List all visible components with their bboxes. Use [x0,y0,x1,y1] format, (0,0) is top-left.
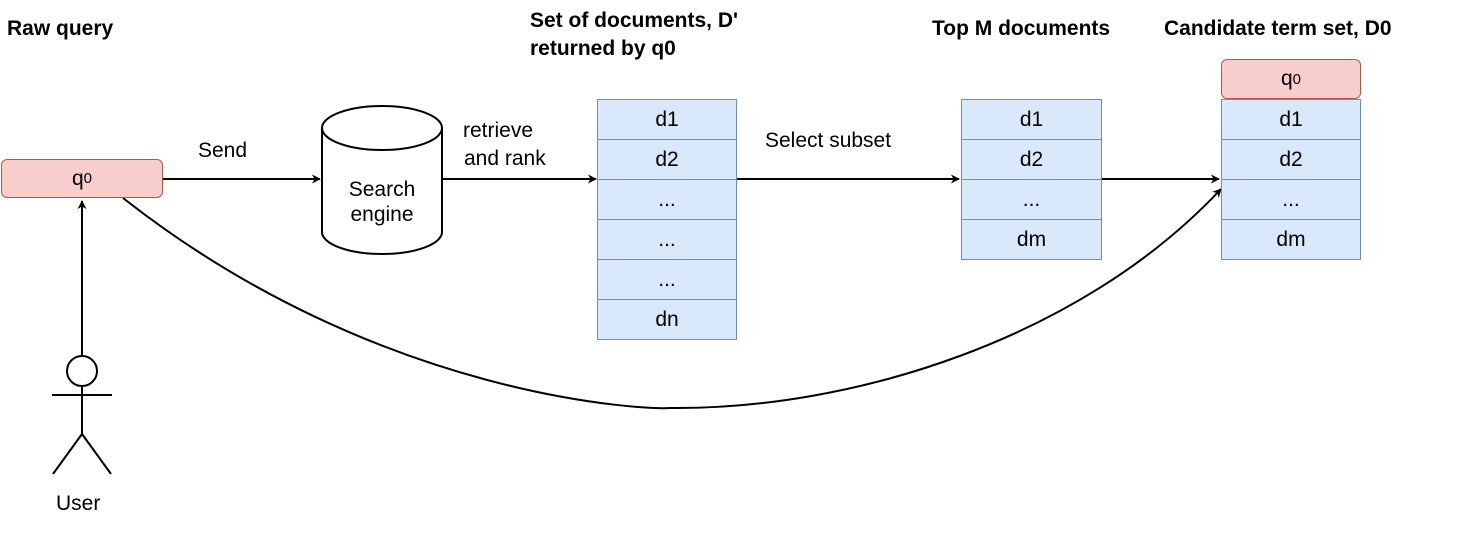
candidate-item: ... [1221,179,1361,220]
document-set-item: ... [597,259,737,300]
top-m-item: d1 [961,99,1102,140]
top-m-item: d2 [961,139,1102,180]
document-set-heading-line2: returned by q0 [530,37,676,60]
document-set-item: d1 [597,99,737,140]
document-set-item: ... [597,179,737,220]
candidate-query-letter: q [1280,67,1293,90]
candidate-item: d1 [1221,99,1361,140]
raw-query-subscript: 0 [83,170,93,187]
user-actor-icon [52,355,112,475]
retrieve-label-line2: and rank [464,147,546,170]
document-set-item: ... [597,219,737,260]
document-set-item: d2 [597,139,737,180]
query-to-candidate-curve [122,188,1222,410]
candidate-query-subscript: 0 [1292,70,1302,88]
top-m-item: dm [961,219,1102,260]
document-set-item: dn [597,299,737,340]
document-set-heading-line1: Set of documents, D' [530,9,739,32]
send-label: Send [198,139,248,162]
select-subset-label: Select subset [765,129,892,152]
search-engine-label-line2: engine [350,203,414,226]
raw-query-letter: q [71,166,84,190]
top-m-item: ... [961,179,1102,220]
candidate-item: dm [1221,219,1361,260]
search-engine-cylinder [321,105,443,255]
retrieve-label-line1: retrieve [463,119,534,142]
raw-query-heading: Raw query [7,17,114,40]
search-engine-label-line1: Search [348,178,416,201]
top-m-heading: Top M documents [932,17,1111,40]
search-engine-label: Search engine [322,177,442,227]
user-label: User [56,492,101,515]
candidate-set-heading: Candidate term set, D0 [1164,17,1392,40]
candidate-item: d2 [1221,139,1361,180]
